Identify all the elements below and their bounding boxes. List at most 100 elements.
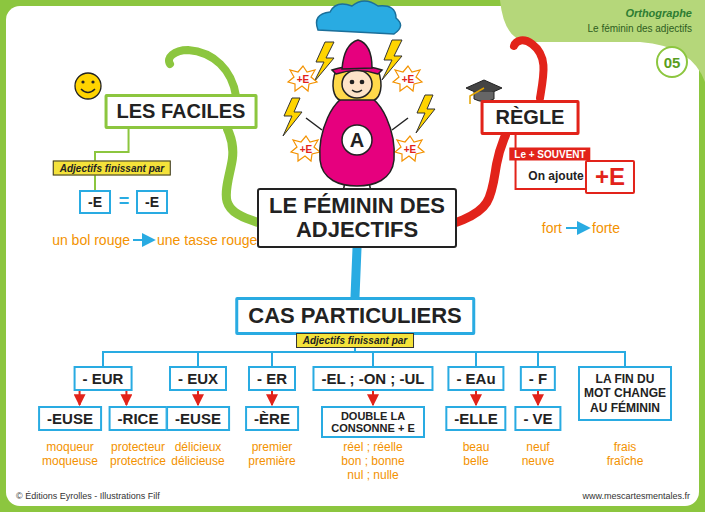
hat-crown: [342, 40, 372, 69]
branch-tail: [169, 50, 236, 96]
plus-e-mark: +E: [300, 144, 313, 155]
example: une tasse rouge: [157, 232, 257, 248]
ending-box: -EL ; -ON ; -UL: [312, 366, 433, 391]
box-text: LES FACILES: [117, 100, 246, 123]
page-ground: [6, 6, 699, 506]
box-text: +E: [595, 163, 625, 191]
feminine-box: -ÈRE: [245, 406, 299, 431]
branch-tail: [514, 40, 544, 98]
equals-sign: =: [119, 191, 130, 212]
branch: [226, 129, 257, 222]
feminine-box: -ELLE: [445, 406, 506, 431]
sheet-number: 05: [664, 54, 681, 71]
branch-box: RÈGLE: [481, 100, 580, 135]
plus-e-mark: +E: [402, 74, 415, 85]
ending-box: - F: [520, 366, 556, 391]
box-text: LE FÉMININ DES ADJECTIFS: [265, 194, 449, 242]
section-name: Orthographe: [625, 7, 692, 19]
lightning: [314, 42, 334, 82]
connector-arrow: [372, 391, 374, 405]
eye: [360, 80, 363, 83]
box-text: - EAu: [456, 370, 495, 387]
feminine-box: -RICE: [109, 406, 168, 431]
example: beau belle: [451, 440, 501, 468]
example: protecteur protectrice: [104, 440, 172, 468]
ending-box: -E: [79, 190, 111, 214]
smiley-eye: [81, 80, 84, 83]
connector-arrow: [271, 391, 273, 405]
website: www.mescartesmentales.fr: [582, 491, 690, 501]
ending-box: - EUX: [169, 366, 227, 391]
plus-e-mark: +E: [297, 74, 310, 85]
hair: [333, 70, 381, 100]
box-text: -ELLE: [454, 410, 497, 427]
copyright: © Éditions Eyrolles - Illustrations Filf: [16, 491, 160, 501]
body: [320, 92, 394, 186]
edge-tag: Adjectifs finissant par: [53, 161, 171, 176]
box-text: -EL ; -ON ; -UL: [321, 370, 424, 387]
example: frais fraîche: [595, 440, 655, 468]
box-text: -E: [145, 194, 159, 210]
star-burst: [288, 66, 317, 91]
tag-text: Adjectifs finissant par: [296, 333, 414, 348]
connector-arrow: [475, 391, 477, 405]
box-text: LA FIN DU MOT CHANGE AU FÉMININ: [583, 372, 667, 415]
smiley-eye: [91, 80, 94, 83]
feminine-box: - VE: [514, 406, 561, 431]
box-text: - VE: [523, 410, 552, 427]
example: moqueur moqueuse: [39, 440, 101, 468]
example: fort: [542, 220, 562, 236]
emblem-letter: A: [350, 129, 364, 152]
rule-note: On ajoute: [528, 169, 583, 183]
box-text: -E: [88, 194, 102, 210]
box-text: RÈGLE: [496, 106, 565, 129]
box-text: DOUBLE LA CONSONNE + E: [327, 410, 419, 434]
connector-arrow: [79, 391, 81, 405]
box-text: -ÈRE: [254, 410, 290, 427]
lightning: [416, 95, 435, 133]
example: forte: [592, 220, 620, 236]
box-text: CAS PARTICULIERS: [248, 303, 462, 329]
eye: [350, 80, 353, 83]
box-text: - EUR: [83, 370, 124, 387]
feminine-box: -EUSE: [166, 406, 230, 431]
branch-box: CAS PARTICULIERSAdjectifs finissant par: [235, 297, 475, 335]
star-burst: [395, 136, 424, 161]
example: réel ; réelle bon ; bonne nul ; nulle: [333, 440, 413, 482]
mouth: [352, 90, 362, 92]
box-text: - EUX: [178, 370, 218, 387]
smiley-mouth: [81, 89, 95, 93]
edge-tag: Le + SOUVENT: [509, 148, 590, 161]
example-arrow: [566, 227, 588, 229]
example: un bol rouge: [52, 232, 130, 248]
connector-line: [516, 135, 585, 189]
cloud: [317, 1, 401, 34]
example: neuf neuve: [513, 440, 563, 468]
ending-box: -E: [136, 190, 168, 214]
ending-box: - EAu: [447, 366, 504, 391]
box-text: -EUSE: [47, 410, 93, 427]
feminine-box: DOUBLE LA CONSONNE + E: [321, 406, 425, 438]
example: premier première: [239, 440, 305, 468]
star-burst: [393, 66, 422, 91]
feminine-box: -EUSE: [38, 406, 102, 431]
branch-box: LES FACILES: [105, 94, 258, 129]
box-text: -EUSE: [175, 410, 221, 427]
connector-arrow: [197, 391, 199, 405]
lightning: [283, 98, 302, 136]
note-box: LA FIN DU MOT CHANGE AU FÉMININ: [578, 366, 672, 421]
ending-box: - ER: [248, 366, 296, 391]
face: [342, 70, 372, 98]
example-arrow: [133, 239, 153, 241]
rule-box: +E: [585, 160, 635, 194]
smiley-face: [75, 73, 101, 99]
connector-line: [95, 129, 129, 190]
connector-arrow: [537, 391, 539, 405]
number-badge: [657, 47, 687, 77]
central-topic: LE FÉMININ DES ADJECTIFS: [257, 188, 457, 248]
ending-box: - EUR: [74, 366, 133, 391]
plus-e-mark: +E: [404, 144, 417, 155]
branch: [457, 135, 506, 222]
